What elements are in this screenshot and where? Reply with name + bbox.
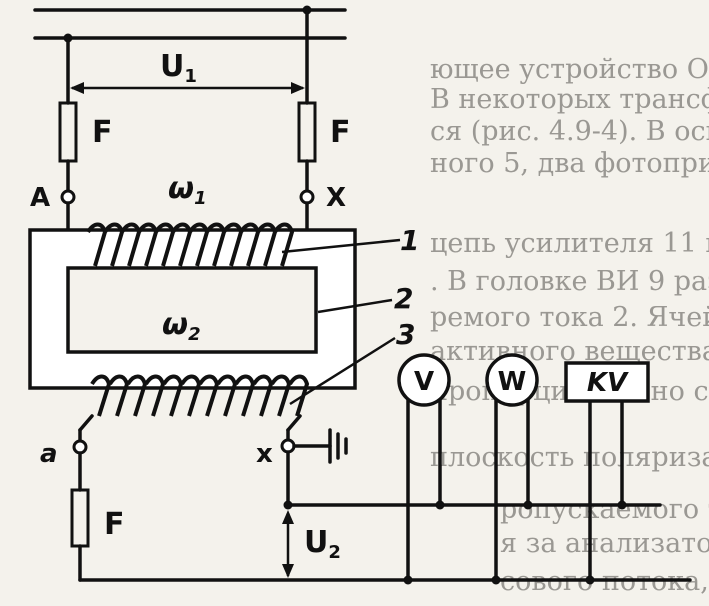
kilovoltmeter <box>564 361 650 403</box>
fuse-left-label: F <box>92 115 113 150</box>
wattmeter-label: W <box>498 367 527 397</box>
voltmeter <box>397 353 451 407</box>
voltmeter-dial <box>397 353 451 407</box>
secondary-circuit <box>70 398 692 585</box>
background-text-line: В некоторых трансформаторах тока <box>430 84 709 115</box>
junction-dot <box>585 575 595 585</box>
kilovoltmeter-box <box>564 361 650 403</box>
fuse-lower <box>70 488 90 548</box>
fuse-right <box>297 101 317 163</box>
background-text-block: ющее устройство ОСУ может быть В некотор… <box>430 54 709 597</box>
arrow-head-icon <box>70 82 84 94</box>
core-outline <box>28 228 357 390</box>
junction-dot <box>435 500 445 510</box>
secondary-lead-right <box>286 414 302 432</box>
primary-coil-turns <box>86 222 295 267</box>
callout-3-leader <box>289 336 396 406</box>
fuse-lower-label: F <box>104 507 125 542</box>
arrow-head-icon <box>291 82 305 94</box>
junction-dot <box>491 575 501 585</box>
terminal-a-lower <box>72 439 88 455</box>
background-text-line: ся (рис. 4.9-4). В основном 70 на ос- <box>430 116 709 147</box>
junction-dot <box>403 575 413 585</box>
junction-dot <box>283 500 293 510</box>
primary-circuit <box>58 8 317 234</box>
w1-label: ω1 <box>168 171 207 209</box>
background-text-line: цепь усилителя 11 и стрелочный <box>430 228 709 259</box>
terminal-x-label: X <box>326 183 346 213</box>
fuse-left <box>58 101 78 163</box>
voltmeter-label: V <box>414 367 434 397</box>
wattmeter <box>485 353 539 407</box>
u2-label: U2 <box>304 525 341 563</box>
background-text-line: ющее устройство ОСУ может быть <box>430 54 709 85</box>
background-text-line: . В головке ВИ 9 размещены две <box>430 266 709 297</box>
supply-bus <box>33 5 347 43</box>
primary-winding <box>86 222 295 267</box>
terminal-a-lower-label: a <box>40 439 58 469</box>
background-text-line: я за анализатором 3 проявляется <box>500 528 709 559</box>
terminal-x-lower-label: x <box>256 439 273 469</box>
w2-label: ω2 <box>162 307 201 345</box>
u1-label: U1 <box>160 49 197 87</box>
ground-icon <box>328 428 348 464</box>
secondary-winding <box>90 374 310 417</box>
secondary-lead-left <box>78 414 94 432</box>
callout-1-leader <box>281 238 401 254</box>
arrow-head-icon <box>282 564 294 578</box>
callout-leaders <box>281 238 401 406</box>
kilovoltmeter-label: KV <box>587 368 629 398</box>
background-text-line: ремого тока 2. Ячейки Фарадея со- <box>430 302 709 333</box>
background-text-line: ного 5, два фотоприёмника 4, вклю- <box>430 148 709 179</box>
terminal-x <box>299 189 315 205</box>
transformer-core <box>28 228 357 390</box>
background-text-line: ропускаемого тока. В измеряемой <box>500 494 709 525</box>
secondary-coil-turns <box>90 374 310 417</box>
fuse-right-label: F <box>330 115 351 150</box>
terminal-a-label: A <box>30 183 50 213</box>
arrow-head-icon <box>282 510 294 524</box>
callout-2-leader <box>317 298 393 314</box>
callout-1-label: 1 <box>400 224 419 257</box>
junction-dot <box>523 500 533 510</box>
terminal-a <box>60 189 76 205</box>
terminal-x-lower <box>280 438 296 454</box>
wattmeter-dial <box>485 353 539 407</box>
junction-dot <box>617 500 627 510</box>
callout-2-label: 2 <box>394 282 413 315</box>
background-text-line: плоскость поляризации на угол, про- <box>430 442 709 473</box>
callout-3-label: 3 <box>396 318 415 351</box>
